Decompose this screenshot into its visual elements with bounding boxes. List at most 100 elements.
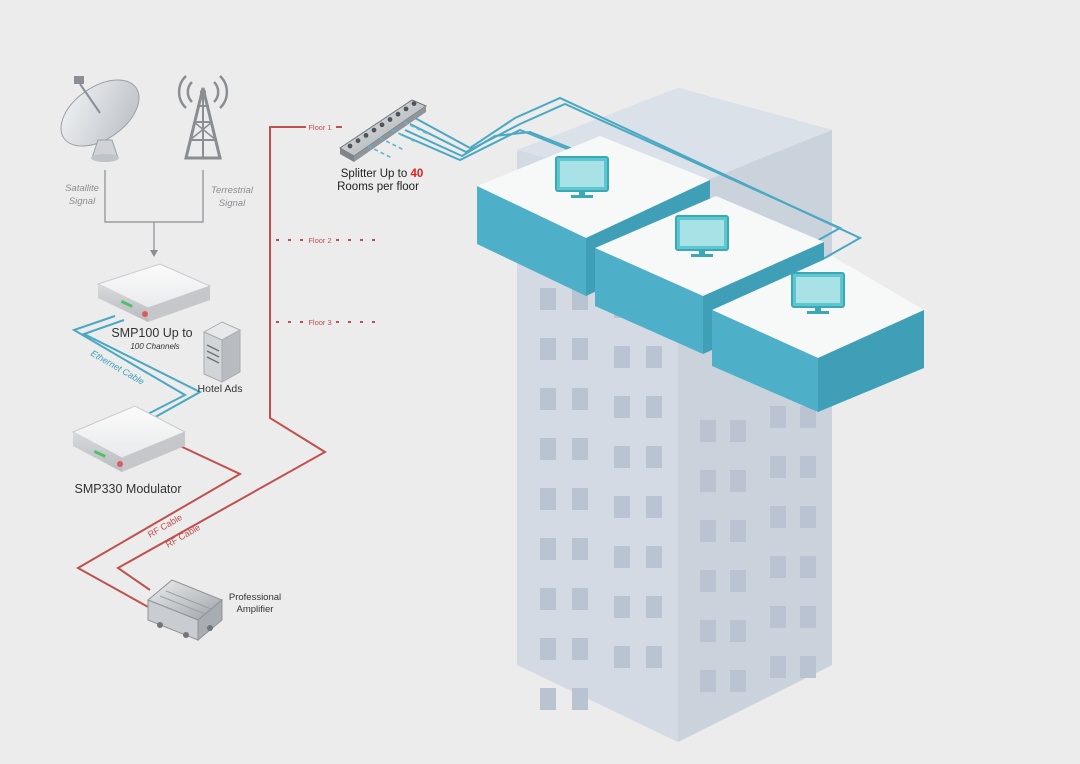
floor-1-label: Floor 1 bbox=[308, 123, 331, 132]
splitter-port bbox=[379, 122, 385, 128]
window bbox=[614, 596, 630, 618]
splitter-port bbox=[387, 117, 393, 122]
hotel-ads-label: Hotel Ads bbox=[198, 383, 243, 395]
splitter-label-2: Rooms per floor bbox=[337, 181, 419, 193]
window bbox=[614, 646, 630, 668]
floor-3-label: Floor 3 bbox=[308, 318, 331, 327]
window bbox=[700, 620, 716, 642]
window bbox=[614, 446, 630, 468]
window bbox=[730, 570, 746, 592]
window bbox=[730, 670, 746, 692]
window bbox=[540, 488, 556, 510]
window bbox=[700, 470, 716, 492]
splitter-label-1: Splitter Up to 40 bbox=[341, 168, 423, 180]
window bbox=[730, 620, 746, 642]
window bbox=[540, 538, 556, 560]
window bbox=[572, 438, 588, 460]
splitter-room-count: 40 bbox=[410, 168, 423, 180]
window bbox=[730, 470, 746, 492]
window bbox=[700, 670, 716, 692]
window bbox=[540, 638, 556, 660]
tv-icon bbox=[675, 215, 729, 257]
amplifier-icon bbox=[147, 579, 223, 642]
window bbox=[770, 506, 786, 528]
window bbox=[614, 396, 630, 418]
window bbox=[646, 496, 662, 518]
window bbox=[646, 646, 662, 668]
window bbox=[572, 488, 588, 510]
ethernet-cable-local bbox=[71, 315, 203, 421]
room-floor-3 bbox=[712, 256, 924, 412]
amplifier-label-2: Amplifier bbox=[237, 604, 274, 615]
window bbox=[646, 396, 662, 418]
tv-icon bbox=[791, 272, 845, 314]
window bbox=[770, 656, 786, 678]
window bbox=[540, 688, 556, 710]
window bbox=[730, 520, 746, 542]
window bbox=[646, 546, 662, 568]
window bbox=[572, 338, 588, 360]
window bbox=[540, 388, 556, 410]
splitter-ports bbox=[347, 101, 417, 149]
splitter-port bbox=[355, 138, 361, 144]
window bbox=[646, 596, 662, 618]
window bbox=[646, 446, 662, 468]
floor-dashes bbox=[276, 239, 378, 323]
window bbox=[700, 420, 716, 442]
window bbox=[770, 606, 786, 628]
splitter-port bbox=[411, 101, 417, 106]
signal-lines bbox=[104, 170, 204, 257]
server-icon bbox=[202, 321, 242, 383]
rf-cables bbox=[75, 126, 342, 609]
splitter-outputs bbox=[367, 121, 429, 159]
floor-2-label: Floor 2 bbox=[308, 236, 331, 245]
terrestrial-signal-label-1: Terrestrial bbox=[211, 185, 254, 196]
window bbox=[800, 656, 816, 678]
rf-cable-riser bbox=[116, 126, 342, 591]
window bbox=[540, 588, 556, 610]
smp100-label: SMP100 Up to bbox=[111, 326, 192, 340]
window bbox=[730, 420, 746, 442]
smp100-device bbox=[96, 263, 212, 322]
window bbox=[572, 538, 588, 560]
window bbox=[540, 338, 556, 360]
window bbox=[614, 546, 630, 568]
amplifier-label-1: Professional bbox=[229, 592, 281, 603]
window bbox=[700, 520, 716, 542]
satellite-signal-label-1: Satallite bbox=[65, 183, 99, 194]
satellite-dish-icon bbox=[60, 76, 140, 162]
rf-cable-modulator bbox=[75, 444, 243, 609]
satellite-signal-label-2: Signal bbox=[69, 196, 96, 207]
window bbox=[800, 456, 816, 478]
window bbox=[540, 438, 556, 460]
window bbox=[800, 556, 816, 578]
window bbox=[614, 346, 630, 368]
splitter-port bbox=[347, 143, 353, 149]
splitter-port bbox=[403, 106, 409, 112]
tv-icon bbox=[555, 156, 609, 198]
antenna-tower-icon bbox=[177, 75, 229, 160]
window bbox=[800, 406, 816, 428]
window bbox=[572, 388, 588, 410]
window bbox=[572, 688, 588, 710]
text-labels: Satallite Signal Terrestrial Signal SMP1… bbox=[65, 122, 423, 615]
window bbox=[800, 506, 816, 528]
window bbox=[770, 406, 786, 428]
splitter-icon bbox=[339, 99, 429, 162]
window bbox=[572, 588, 588, 610]
window bbox=[800, 606, 816, 628]
window bbox=[770, 556, 786, 578]
smp100-channels-label: 100 Channels bbox=[130, 342, 179, 351]
splitter-port bbox=[371, 127, 377, 133]
smp330-label: SMP330 Modulator bbox=[74, 482, 181, 496]
splitter-port bbox=[395, 111, 401, 117]
window bbox=[540, 288, 556, 310]
window bbox=[770, 456, 786, 478]
splitter-port bbox=[363, 133, 369, 138]
window bbox=[614, 496, 630, 518]
window bbox=[700, 570, 716, 592]
window bbox=[646, 346, 662, 368]
window bbox=[572, 638, 588, 660]
